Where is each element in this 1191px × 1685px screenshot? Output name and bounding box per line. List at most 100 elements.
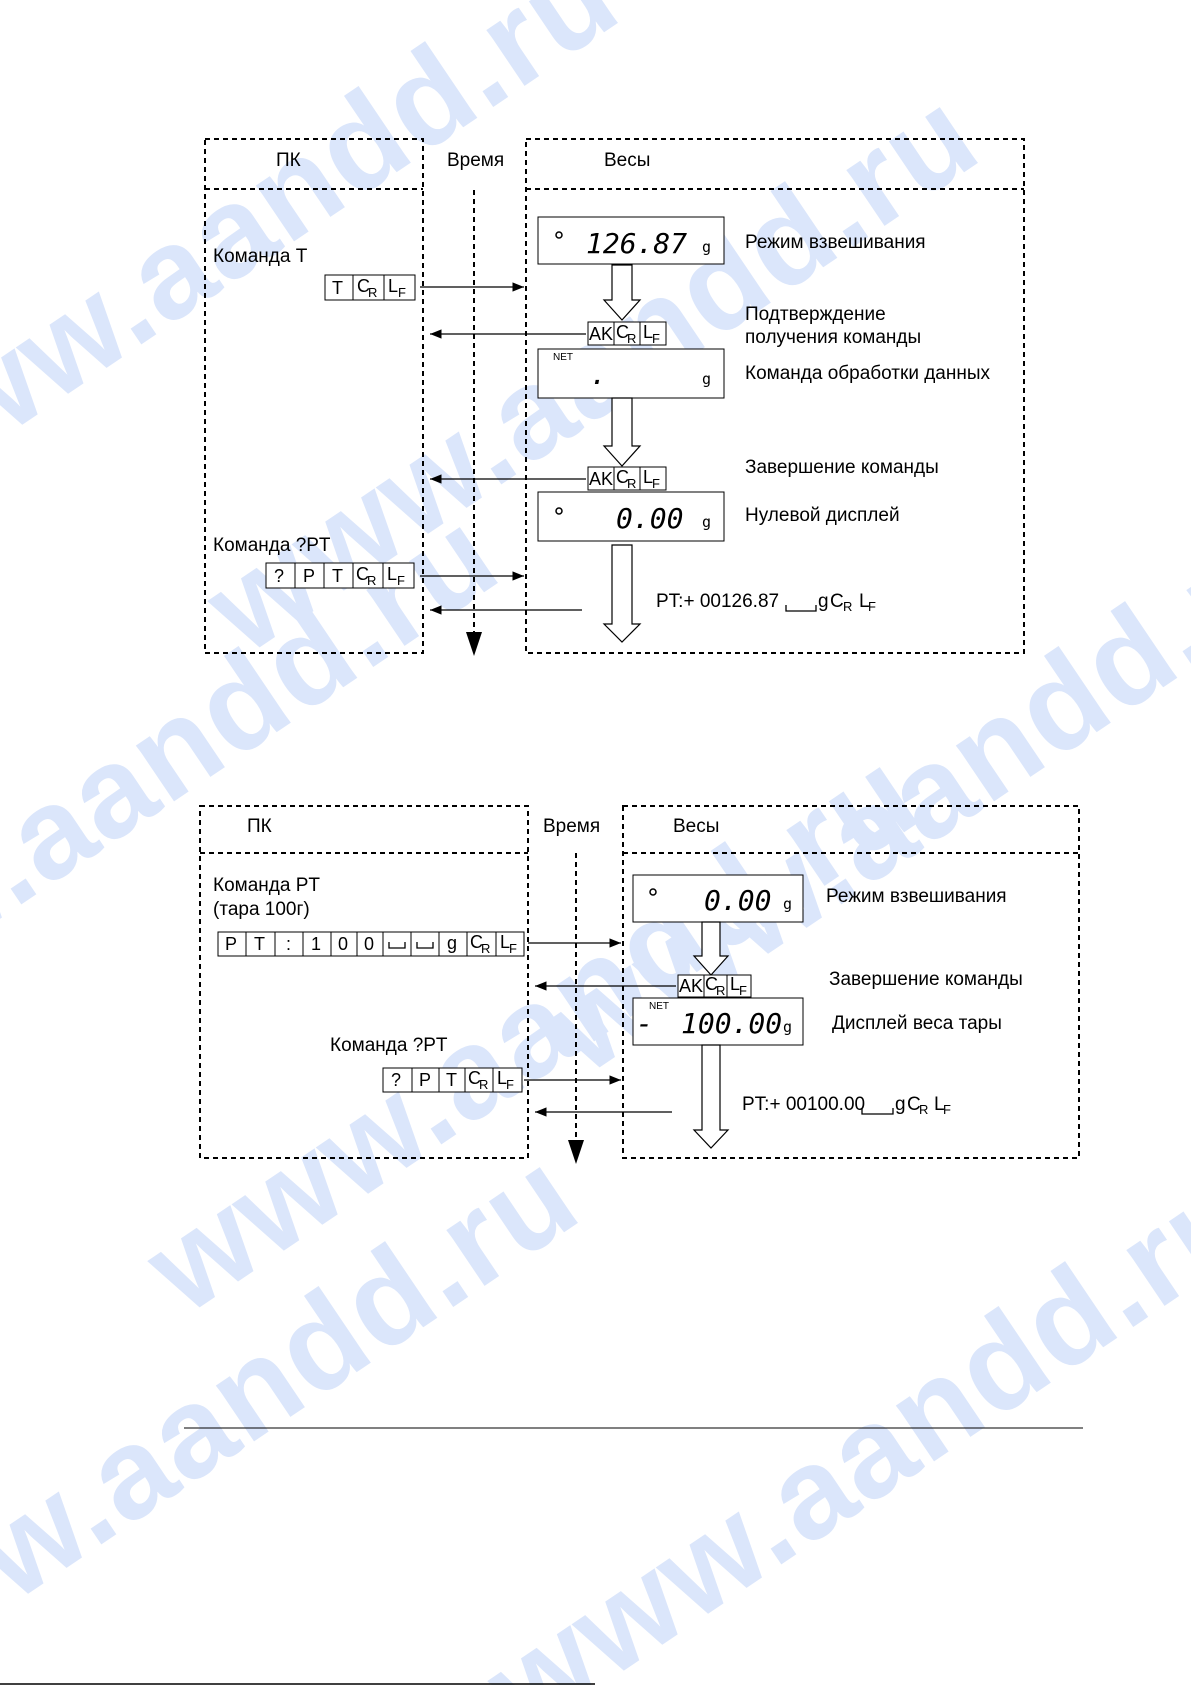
svg-text:F: F <box>506 1077 514 1092</box>
display-processing-label: Команда обработки данных <box>745 363 991 384</box>
svg-text:C: C <box>356 564 369 584</box>
svg-text:R: R <box>479 1077 488 1092</box>
svg-text:P: P <box>303 566 315 586</box>
svg-text:C: C <box>907 1094 921 1115</box>
display-tare-label: Дисплей веса тары <box>832 1013 1002 1034</box>
ack-cells: AK CR LF <box>677 974 752 998</box>
svg-text:L: L <box>497 1068 507 1088</box>
ack2-label: Завершение команды <box>745 457 939 478</box>
scale-panel <box>525 138 1025 654</box>
svg-text:?: ? <box>274 566 284 586</box>
pc-header: ПК <box>276 150 301 171</box>
display-weighing-label: Режим взвешивания <box>826 886 1007 907</box>
scale-panel <box>622 805 1080 1159</box>
display-weighing-unit: g <box>783 895 792 913</box>
display-zero-unit: g <box>702 513 711 531</box>
display-weighing-value: 126.87 <box>586 227 687 260</box>
response-1: PT:+ 00126.87 g C R L F <box>656 591 876 614</box>
svg-text:T: T <box>254 934 265 954</box>
ack1-cells: AK CR LF <box>587 321 667 346</box>
svg-text::: : <box>286 934 291 954</box>
cmd-pt-cells: P T : 1 0 0 g CR LF <box>217 931 525 957</box>
svg-text:R: R <box>627 476 636 491</box>
svg-text:F: F <box>398 285 406 300</box>
cmd-t-label: Команда Т <box>213 246 308 267</box>
display-processing-unit: g <box>702 370 711 388</box>
svg-text:F: F <box>397 573 405 588</box>
svg-text:?: ? <box>391 1070 401 1090</box>
svg-text:L: L <box>387 564 397 584</box>
display-weighing-label: Режим взвешивания <box>745 232 926 253</box>
svg-text:L: L <box>934 1094 945 1115</box>
svg-text:AK: AK <box>679 976 703 996</box>
cmd-qpt-label: Команда ?PT <box>213 535 331 556</box>
cmd-pt-label-1: Команда PT <box>213 875 320 896</box>
svg-text:R: R <box>716 983 725 998</box>
svg-text:C: C <box>357 276 370 296</box>
display-tare-value: 100.00 <box>681 1007 782 1040</box>
ack1-label-1: Подтверждение <box>745 304 886 325</box>
time-axis-arrow <box>466 632 482 656</box>
display-weighing-value: 0.00 <box>704 884 771 917</box>
svg-text:PT:+ 00126.87: PT:+ 00126.87 <box>656 591 779 612</box>
svg-text:C: C <box>705 974 718 994</box>
display-weighing <box>632 874 804 923</box>
display-processing <box>537 348 725 399</box>
svg-text:R: R <box>843 599 852 614</box>
svg-text:F: F <box>739 983 747 998</box>
ack2-cells: AK CR LF <box>587 466 667 491</box>
svg-text:L: L <box>859 591 870 612</box>
display-weighing <box>537 216 725 265</box>
svg-text:P: P <box>419 1070 431 1090</box>
display-zero-label: Нулевой дисплей <box>745 505 900 526</box>
svg-text:F: F <box>868 599 876 614</box>
display-weighing-unit: g <box>702 238 711 256</box>
svg-text:F: F <box>943 1102 951 1117</box>
svg-text:AK: AK <box>589 324 613 344</box>
svg-text:g: g <box>895 1094 906 1115</box>
svg-text:L: L <box>388 276 398 296</box>
cmd-qpt-label: Команда ?PT <box>330 1035 448 1056</box>
cmd-qpt-cells: ? P T CR LF <box>382 1067 523 1093</box>
display-tare <box>632 997 804 1046</box>
svg-text:g: g <box>818 591 829 612</box>
scale-header: Весы <box>673 816 719 837</box>
ack-label: Завершение команды <box>829 969 1023 990</box>
pc-header: ПК <box>247 816 272 837</box>
display-processing-value: . <box>590 358 607 391</box>
ack1-label-2: получения команды <box>745 327 921 348</box>
display-tare-sign: - <box>636 1007 653 1040</box>
svg-text:L: L <box>643 467 653 487</box>
time-header: Время <box>543 816 600 837</box>
svg-text:R: R <box>367 573 376 588</box>
display-processing-net: NET <box>553 352 573 363</box>
svg-text:C: C <box>616 322 629 342</box>
svg-text:P: P <box>225 934 237 954</box>
cmd-pt-label-2: (тара 100г) <box>213 899 310 920</box>
svg-text:L: L <box>643 322 653 342</box>
svg-text:C: C <box>830 591 844 612</box>
diagram-2: ПК Весы Время Команда PT (тара 100г) P T… <box>199 805 1080 1164</box>
display-tare-net: NET <box>649 1001 669 1012</box>
svg-text:T: T <box>446 1070 457 1090</box>
svg-text:L: L <box>730 974 740 994</box>
svg-text:T: T <box>332 566 343 586</box>
pc-panel <box>199 805 529 1159</box>
response-2: PT:+ 00100.00 g C R L F <box>742 1094 951 1117</box>
svg-text:C: C <box>468 1068 481 1088</box>
pc-panel <box>204 138 424 654</box>
svg-text:R: R <box>627 331 636 346</box>
svg-text:F: F <box>652 331 660 346</box>
time-axis-arrow <box>568 1140 584 1164</box>
flow-arrow <box>602 264 642 321</box>
display-zero-value: 0.00 <box>616 502 683 535</box>
svg-text:C: C <box>470 932 483 952</box>
svg-text:PT:+ 00100.00: PT:+ 00100.00 <box>742 1094 865 1115</box>
svg-text:1: 1 <box>311 934 321 954</box>
display-tare-unit: g <box>783 1018 792 1036</box>
svg-text:R: R <box>368 285 377 300</box>
svg-text:F: F <box>509 941 517 956</box>
